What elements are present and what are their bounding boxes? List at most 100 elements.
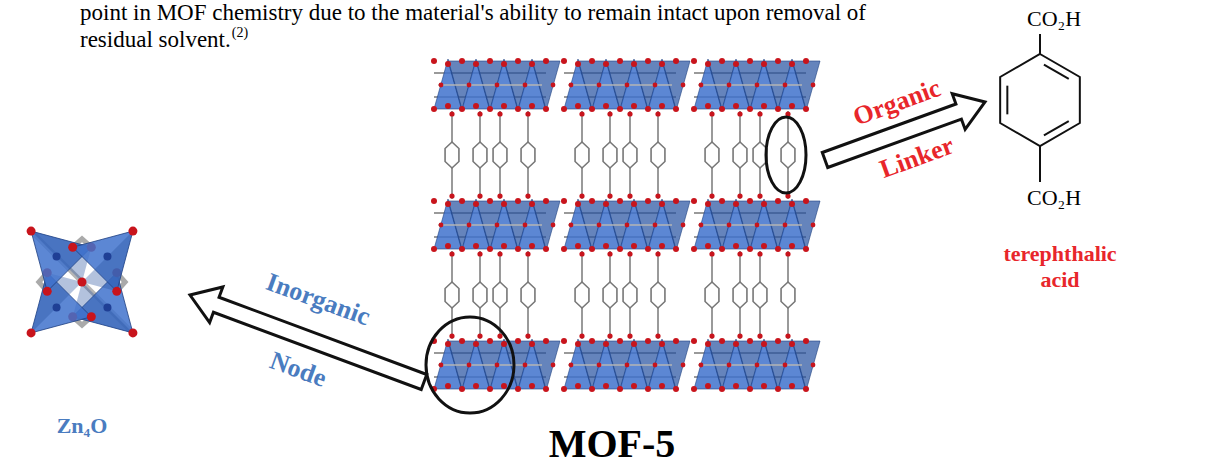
oxygen-atom <box>737 193 742 198</box>
double-bond <box>1006 86 1008 115</box>
phenyl-ring <box>521 282 535 308</box>
oxygen-atom <box>783 363 788 368</box>
oxygen-atom <box>575 243 581 249</box>
oxygen-atom <box>705 61 711 67</box>
oxygen-atom <box>477 333 482 338</box>
oxygen-atom <box>719 386 725 392</box>
oxygen-atom <box>445 383 451 389</box>
oxygen-atom <box>589 198 595 204</box>
oxygen-atom <box>755 83 760 88</box>
highlight-ellipse <box>426 317 514 413</box>
oxygen-atom <box>733 103 739 109</box>
oxygen-atom <box>789 103 795 109</box>
oxygen-atom <box>575 383 581 389</box>
oxygen-atom <box>575 201 581 207</box>
oxygen-atom <box>445 103 451 109</box>
terephthalic-acid-structure <box>1000 34 1080 182</box>
oxygen-atom <box>128 227 137 236</box>
oxygen-atom <box>789 61 795 67</box>
zn-tetrahedron-face <box>82 231 133 291</box>
oxygen-atom <box>551 83 556 88</box>
oxygen-atom <box>523 223 528 228</box>
formula-group: CO₂H <box>1027 7 1081 31</box>
oxygen-atom <box>487 58 493 64</box>
zn-tetrahedron <box>792 341 820 391</box>
oxygen-atom <box>561 198 567 204</box>
oxygen-atom <box>543 58 549 64</box>
oxygen-atom <box>523 363 528 368</box>
oxygen-atom <box>497 111 502 116</box>
oxygen-atom <box>673 58 679 64</box>
oxygen-atom <box>439 83 444 88</box>
oxygen-atom <box>525 251 530 256</box>
oxygen-atom <box>709 333 714 338</box>
oxygen-atom <box>699 83 704 88</box>
oxygen-atom <box>473 383 479 389</box>
oxygen-atom <box>691 106 697 112</box>
oxygen-atom <box>603 243 609 249</box>
oxygen-atom <box>673 386 679 392</box>
zn-tetrahedron <box>532 61 560 111</box>
oxygen-atom <box>467 223 472 228</box>
oxygen-atom <box>431 246 437 252</box>
oxygen-atom <box>719 106 725 112</box>
citation-number: (2) <box>232 25 248 40</box>
oxygen-atom <box>501 341 507 347</box>
oxygen-atom <box>705 243 711 249</box>
oxygen-atom <box>733 341 739 347</box>
oxygen-atom <box>497 251 502 256</box>
phenyl-ring <box>623 282 637 308</box>
oxygen-atom <box>529 341 535 347</box>
cluster-name: Zn₄O <box>57 414 108 438</box>
oxygen-atom <box>757 193 762 198</box>
oxygen-atom <box>737 111 742 116</box>
oxygen-atom <box>617 106 623 112</box>
oxygen-atom <box>645 338 651 344</box>
oxygen-atom <box>727 363 732 368</box>
oxygen-atom <box>459 106 465 112</box>
oxygen-atom <box>617 198 623 204</box>
oxygen-atom <box>659 201 665 207</box>
oxygen-atom <box>501 201 507 207</box>
oxygen-atom <box>445 341 451 347</box>
oxygen-atom <box>733 383 739 389</box>
oxygen-atom <box>803 246 809 252</box>
oxygen-atom <box>733 243 739 249</box>
oxygen-atom <box>785 333 790 338</box>
oxygen-atom <box>459 338 465 344</box>
oxygen-atom <box>487 106 493 112</box>
oxygen-atom <box>705 383 711 389</box>
oxygen-atom <box>561 386 567 392</box>
oxygen-atom <box>439 363 444 368</box>
phenyl-ring <box>473 282 487 308</box>
arrow-label: Node <box>266 347 330 394</box>
oxygen-atom <box>789 243 795 249</box>
phenyl-ring <box>733 282 747 308</box>
oxygen-atom <box>529 103 535 109</box>
oxygen-atom <box>783 223 788 228</box>
phenyl-ring <box>473 142 487 168</box>
oxygen-atom <box>691 246 697 252</box>
oxygen-atom <box>709 251 714 256</box>
zn-tetrahedron <box>792 61 820 111</box>
oxygen-atom <box>575 103 581 109</box>
oxygen-atom <box>659 103 665 109</box>
oxygen-atom <box>655 251 660 256</box>
oxygen-atom <box>659 61 665 67</box>
oxygen-atom <box>128 328 137 337</box>
oxygen-atom <box>691 338 697 344</box>
oxygen-atom <box>761 201 767 207</box>
node-bands <box>431 58 820 392</box>
oxygen-atom <box>529 383 535 389</box>
oxygen-atom <box>681 223 686 228</box>
phenyl-ring <box>705 142 719 168</box>
oxygen-atom <box>525 111 530 116</box>
oxygen-atom <box>459 58 465 64</box>
oxygen-atom <box>589 58 595 64</box>
oxygen-atom <box>579 111 584 116</box>
oxygen-atom <box>617 246 623 252</box>
oxygen-atom <box>617 58 623 64</box>
zn4o-cluster <box>27 227 138 338</box>
oxygen-atom <box>803 338 809 344</box>
oxygen-atom <box>575 61 581 67</box>
